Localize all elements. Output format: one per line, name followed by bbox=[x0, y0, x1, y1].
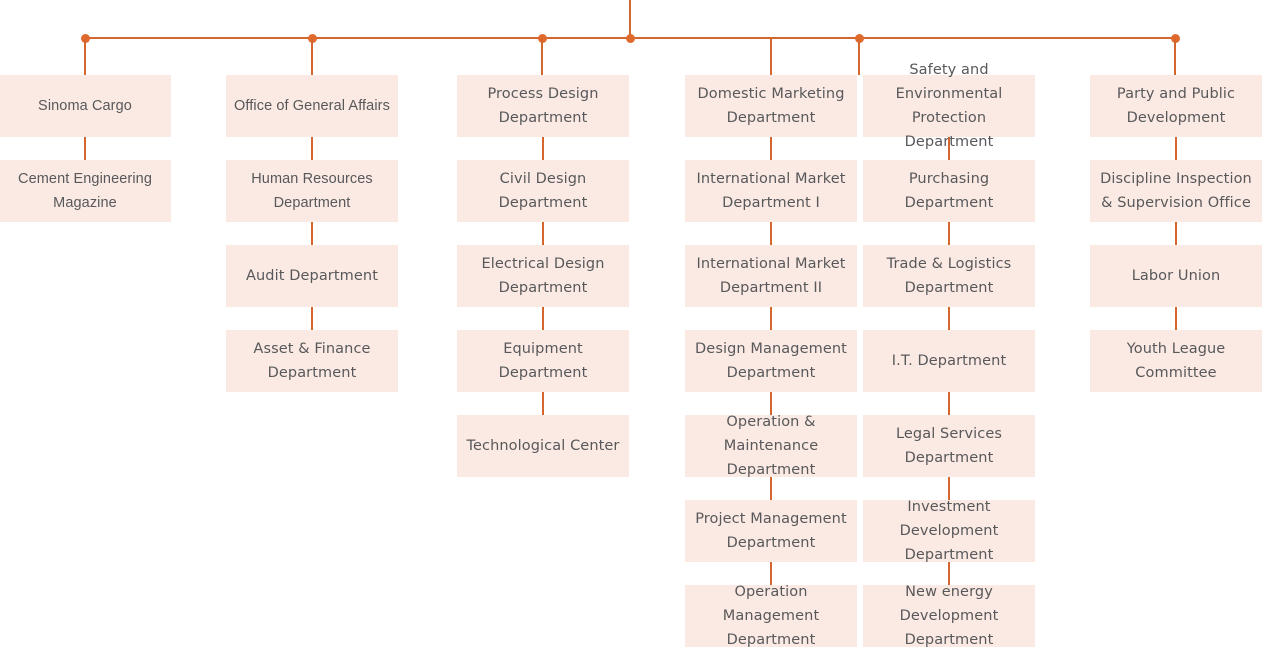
org-node-label: Electrical Design Department bbox=[481, 256, 605, 296]
link-connector-col-5-5 bbox=[948, 477, 950, 500]
link-connector-col-4-2 bbox=[770, 222, 772, 245]
org-node-label: Party and Public Development bbox=[1116, 86, 1236, 126]
root-branch-dot bbox=[625, 33, 635, 43]
link-connector-col-4-3 bbox=[770, 307, 772, 330]
org-node-label: Office of General Affairs bbox=[234, 98, 390, 114]
org-node[interactable]: Domestic Marketing Department bbox=[685, 75, 857, 137]
link-connector-col-4-4 bbox=[770, 392, 772, 415]
org-node[interactable]: New energy Development Department bbox=[863, 584, 1035, 648]
org-node-label: Youth League Committee bbox=[1126, 341, 1226, 381]
link-connector-col-6-1 bbox=[1175, 137, 1177, 160]
org-node-label: Operation Management Department bbox=[722, 584, 820, 648]
org-node[interactable]: International Market Department II bbox=[685, 245, 857, 307]
org-node[interactable]: Legal Services Department bbox=[863, 415, 1035, 477]
org-node[interactable]: Equipment Department bbox=[457, 330, 629, 392]
org-node-label: Technological Center bbox=[466, 438, 620, 454]
link-connector-col-3-1 bbox=[542, 137, 544, 160]
org-node-label: Labor Union bbox=[1131, 268, 1221, 284]
link-connector-col-4-5 bbox=[770, 477, 772, 500]
org-node[interactable]: Operation Management Department bbox=[685, 584, 857, 648]
org-node-label: Investment Development Department bbox=[899, 499, 999, 563]
org-node[interactable]: Sinoma Cargo bbox=[0, 75, 171, 137]
org-node-label: Design Management Department bbox=[695, 341, 847, 381]
link-connector-col-4-1 bbox=[770, 137, 772, 160]
org-node[interactable]: Civil Design Department bbox=[457, 160, 629, 222]
link-connector-col-4-6 bbox=[770, 562, 772, 585]
org-node[interactable]: Purchasing Department bbox=[863, 160, 1035, 222]
org-node-label: Safety and Environmental Protection Depa… bbox=[895, 62, 1003, 150]
org-node[interactable]: International Market Department I bbox=[685, 160, 857, 222]
link-connector-col-5-3 bbox=[948, 307, 950, 330]
org-node-label: Operation & Maintenance Department bbox=[723, 414, 819, 478]
org-node-label: Domestic Marketing Department bbox=[697, 86, 845, 126]
branch-stem-col-5 bbox=[858, 38, 860, 75]
branch-stem-col-2 bbox=[311, 38, 313, 75]
branch-stem-col-1 bbox=[84, 38, 86, 75]
branch-stem-col-4 bbox=[770, 38, 772, 75]
org-node[interactable]: Investment Development Department bbox=[863, 499, 1035, 563]
link-connector-col-3-3 bbox=[542, 307, 544, 330]
org-node[interactable]: Safety and Environmental Protection Depa… bbox=[863, 62, 1035, 150]
org-node-label: International Market Department I bbox=[696, 171, 846, 211]
org-node-label: Purchasing Department bbox=[904, 171, 994, 211]
org-node[interactable]: Technological Center bbox=[457, 415, 629, 477]
link-connector-col-5-2 bbox=[948, 222, 950, 245]
org-node-label: Equipment Department bbox=[498, 341, 588, 381]
org-node-label: I.T. Department bbox=[891, 353, 1007, 369]
link-connector-col-6-3 bbox=[1175, 307, 1177, 330]
org-node-label: Asset & Finance Department bbox=[253, 341, 371, 381]
org-node[interactable]: Cement Engineering Magazine bbox=[0, 160, 171, 222]
org-node-label: Legal Services Department bbox=[895, 426, 1002, 466]
org-node[interactable]: Audit Department bbox=[226, 245, 398, 307]
org-node[interactable]: Process Design Department bbox=[457, 75, 629, 137]
org-node[interactable]: Discipline Inspection & Supervision Offi… bbox=[1090, 160, 1262, 222]
org-node[interactable]: Project Management Department bbox=[685, 500, 857, 562]
link-connector-col-2-3 bbox=[311, 307, 313, 330]
org-node-label: Civil Design Department bbox=[498, 171, 588, 211]
org-node-label: Trade & Logistics Department bbox=[886, 256, 1012, 296]
link-connector-col-5-6 bbox=[948, 562, 950, 585]
link-connector-col-2-1 bbox=[311, 137, 313, 160]
branch-stem-col-6 bbox=[1174, 38, 1176, 75]
org-node-label: Project Management Department bbox=[695, 511, 847, 551]
org-node[interactable]: Party and Public Development bbox=[1090, 75, 1262, 137]
root-stem-connector bbox=[629, 0, 631, 38]
org-node[interactable]: Human Resources Department bbox=[226, 160, 398, 222]
org-node-label: Sinoma Cargo bbox=[38, 98, 132, 114]
org-node-label: Cement Engineering Magazine bbox=[18, 171, 152, 211]
org-node[interactable]: Operation & Maintenance Department bbox=[685, 414, 857, 478]
org-node[interactable]: Design Management Department bbox=[685, 330, 857, 392]
link-connector-col-5-4 bbox=[948, 392, 950, 415]
org-node-label: Human Resources Department bbox=[251, 171, 373, 211]
org-node[interactable]: Trade & Logistics Department bbox=[863, 245, 1035, 307]
link-connector-col-5-1 bbox=[948, 137, 950, 160]
org-node[interactable]: Asset & Finance Department bbox=[226, 330, 398, 392]
link-connector-col-3-2 bbox=[542, 222, 544, 245]
org-node[interactable]: Youth League Committee bbox=[1090, 330, 1262, 392]
link-connector-col-3-4 bbox=[542, 392, 544, 415]
link-connector-col-1-1 bbox=[84, 137, 86, 160]
org-node[interactable]: Labor Union bbox=[1090, 245, 1262, 307]
link-connector-col-2-2 bbox=[311, 222, 313, 245]
org-node[interactable]: I.T. Department bbox=[863, 330, 1035, 392]
org-node-label: New energy Development Department bbox=[899, 584, 999, 648]
org-node[interactable]: Electrical Design Department bbox=[457, 245, 629, 307]
branch-stem-col-3 bbox=[541, 38, 543, 75]
org-node-label: Process Design Department bbox=[487, 86, 599, 126]
org-node[interactable]: Office of General Affairs bbox=[226, 75, 398, 137]
link-connector-col-6-2 bbox=[1175, 222, 1177, 245]
org-node-label: International Market Department II bbox=[696, 256, 846, 296]
org-node-label: Discipline Inspection & Supervision Offi… bbox=[1100, 171, 1252, 211]
org-node-label: Audit Department bbox=[246, 268, 378, 284]
